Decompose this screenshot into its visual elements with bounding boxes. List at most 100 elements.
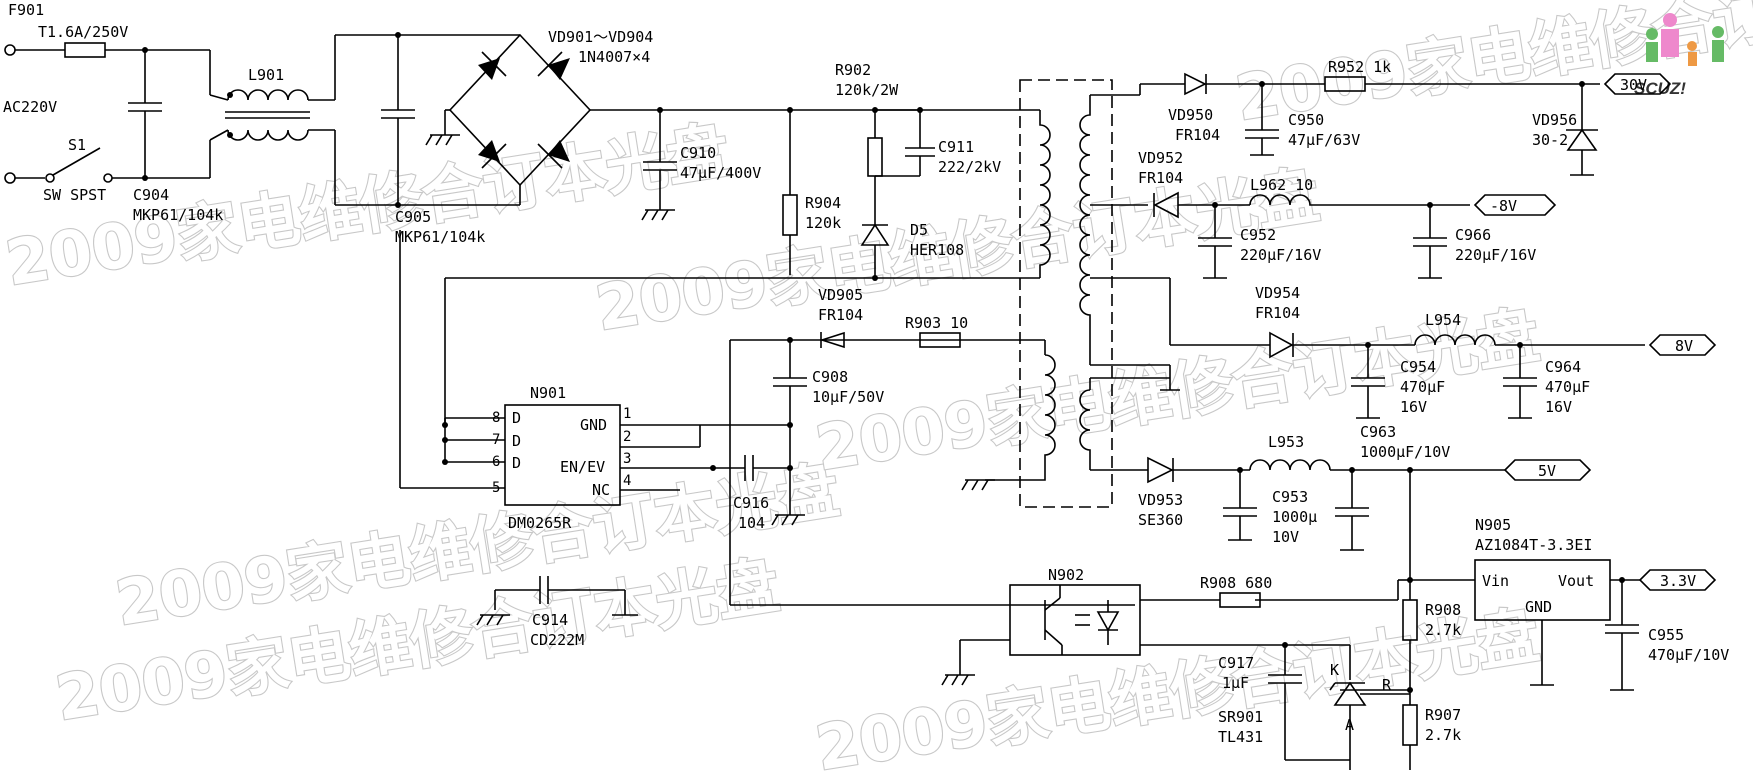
label-d5-value: HER108 bbox=[910, 241, 964, 259]
label-l953: L953 bbox=[1268, 433, 1304, 451]
label-switch: SW SPST bbox=[43, 186, 106, 204]
diode-vd950 bbox=[1184, 72, 1207, 96]
label-c950: C950 bbox=[1288, 111, 1324, 129]
transformer-aux-winding bbox=[985, 354, 1056, 481]
label-vd956: VD956 bbox=[1532, 111, 1577, 129]
pin-8: 8 bbox=[492, 410, 500, 426]
label-c964-value: 470μF bbox=[1545, 378, 1590, 396]
bridge-rectifier-vd901-vd904 bbox=[425, 33, 1040, 206]
inductor-l954 bbox=[1414, 334, 1496, 346]
label-s1: S1 bbox=[68, 136, 86, 154]
label-c966-value: 220μF/16V bbox=[1455, 246, 1536, 264]
pin-label-d: D bbox=[512, 454, 521, 472]
label-c963: C963 bbox=[1360, 423, 1396, 441]
pin-5: 5 bbox=[492, 480, 500, 496]
label-c904-value: MKP61/104k bbox=[133, 206, 223, 224]
pin-3: 3 bbox=[623, 451, 631, 467]
label-vd950: VD950 bbox=[1168, 106, 1213, 124]
resistor-r904 bbox=[782, 194, 798, 236]
label-c905: C905 bbox=[395, 208, 431, 226]
label-f901-value: T1.6A/250V bbox=[38, 23, 128, 41]
label-r907-value: 2.7k bbox=[1425, 726, 1461, 744]
label-c908-value: 10μF/50V bbox=[812, 388, 884, 406]
label-vd956-value: 30-2 bbox=[1532, 131, 1568, 149]
diode-vd953 bbox=[1147, 456, 1174, 484]
label-out-5v: 5V bbox=[1538, 462, 1556, 480]
resistor-r903 bbox=[919, 332, 961, 348]
secondary-section bbox=[941, 72, 1717, 770]
label-n902: N902 bbox=[1048, 566, 1084, 584]
resistor-r902 bbox=[867, 137, 883, 177]
label-c908: C908 bbox=[812, 368, 848, 386]
pin-label-en: EN/EV bbox=[560, 458, 605, 476]
diode-vd954 bbox=[1269, 331, 1294, 359]
label-c905-value: MKP61/104k bbox=[395, 228, 485, 246]
label-out-3-3v: 3.3V bbox=[1660, 572, 1696, 590]
label-vd954: VD954 bbox=[1255, 284, 1300, 302]
label-c917: C917 bbox=[1218, 654, 1254, 672]
pin-label-gnd: GND bbox=[1525, 598, 1552, 616]
primary-section bbox=[399, 107, 1135, 626]
label-r908-2-7k-value: 2.7k bbox=[1425, 621, 1461, 639]
label-sr901-value: TL431 bbox=[1218, 728, 1263, 746]
switch-s1 bbox=[52, 147, 101, 176]
label-c953: C953 bbox=[1272, 488, 1308, 506]
label-n901: N901 bbox=[530, 384, 566, 402]
label-c952: C952 bbox=[1240, 226, 1276, 244]
label-c904: C904 bbox=[133, 186, 169, 204]
resistor-r907 bbox=[1402, 704, 1418, 746]
transformer-5v-winding bbox=[1079, 389, 1091, 470]
label-vd905: VD905 bbox=[818, 286, 863, 304]
fuse-f901 bbox=[64, 42, 106, 58]
ic-n901 bbox=[504, 404, 621, 506]
pin-1: 1 bbox=[623, 406, 631, 422]
label-out-30v: 30V bbox=[1620, 76, 1647, 94]
label-l962: L962 10 bbox=[1250, 176, 1313, 194]
output-8v bbox=[1648, 334, 1717, 356]
label-c954-voltage: 16V bbox=[1400, 398, 1427, 416]
transformer-secondary-winding bbox=[1079, 95, 1091, 365]
label-c911: C911 bbox=[938, 138, 974, 156]
label-l954: L954 bbox=[1425, 311, 1461, 329]
optocoupler-n902 bbox=[1009, 584, 1141, 656]
label-c963-value: 1000μF/10V bbox=[1360, 443, 1450, 461]
label-r904: R904 bbox=[805, 194, 841, 212]
label-r907: R907 bbox=[1425, 706, 1461, 724]
pin-label-nc: NC bbox=[592, 481, 610, 499]
label-f901: F901 bbox=[8, 1, 44, 19]
label-c952-value: 220μF/16V bbox=[1240, 246, 1321, 264]
label-out-8v: 8V bbox=[1675, 337, 1693, 355]
label-ac220v: AC220V bbox=[3, 98, 57, 116]
label-bridge-value: 1N4007×4 bbox=[578, 48, 650, 66]
input-terminal bbox=[4, 44, 16, 56]
label-c950-value: 47μF/63V bbox=[1288, 131, 1360, 149]
input-section bbox=[4, 32, 500, 208]
inductor-l953 bbox=[1249, 459, 1331, 471]
output-5v bbox=[1503, 459, 1592, 481]
label-r903: R903 10 bbox=[905, 314, 968, 332]
label-vd954-value: FR104 bbox=[1255, 304, 1300, 322]
pin-label-d: D bbox=[512, 409, 521, 427]
pin-6: 6 bbox=[492, 454, 500, 470]
label-r902-value: 120k/2W bbox=[835, 81, 899, 99]
pin-label-r: R bbox=[1382, 676, 1392, 694]
label-c955: C955 bbox=[1648, 626, 1684, 644]
pin-4: 4 bbox=[623, 473, 631, 489]
label-bridge: VD901～VD904 bbox=[548, 28, 653, 46]
output-3-3v bbox=[1638, 569, 1717, 591]
transformer-core bbox=[1019, 79, 1113, 508]
label-r908-2-7k: R908 bbox=[1425, 601, 1461, 619]
pin-label-vin: Vin bbox=[1482, 572, 1509, 590]
label-c964-voltage: 16V bbox=[1545, 398, 1572, 416]
label-out-minus-8v: -8V bbox=[1490, 197, 1517, 215]
label-c910: C910 bbox=[680, 144, 716, 162]
label-c916: C916 bbox=[733, 494, 769, 512]
zener-vd956 bbox=[1566, 128, 1598, 151]
label-c953-value: 1000μ bbox=[1272, 508, 1317, 526]
label-r904-value: 120k bbox=[805, 214, 841, 232]
label-c955-value: 470μF/10V bbox=[1648, 646, 1729, 664]
pin-label-gnd: GND bbox=[580, 416, 607, 434]
input-terminal bbox=[4, 172, 16, 184]
